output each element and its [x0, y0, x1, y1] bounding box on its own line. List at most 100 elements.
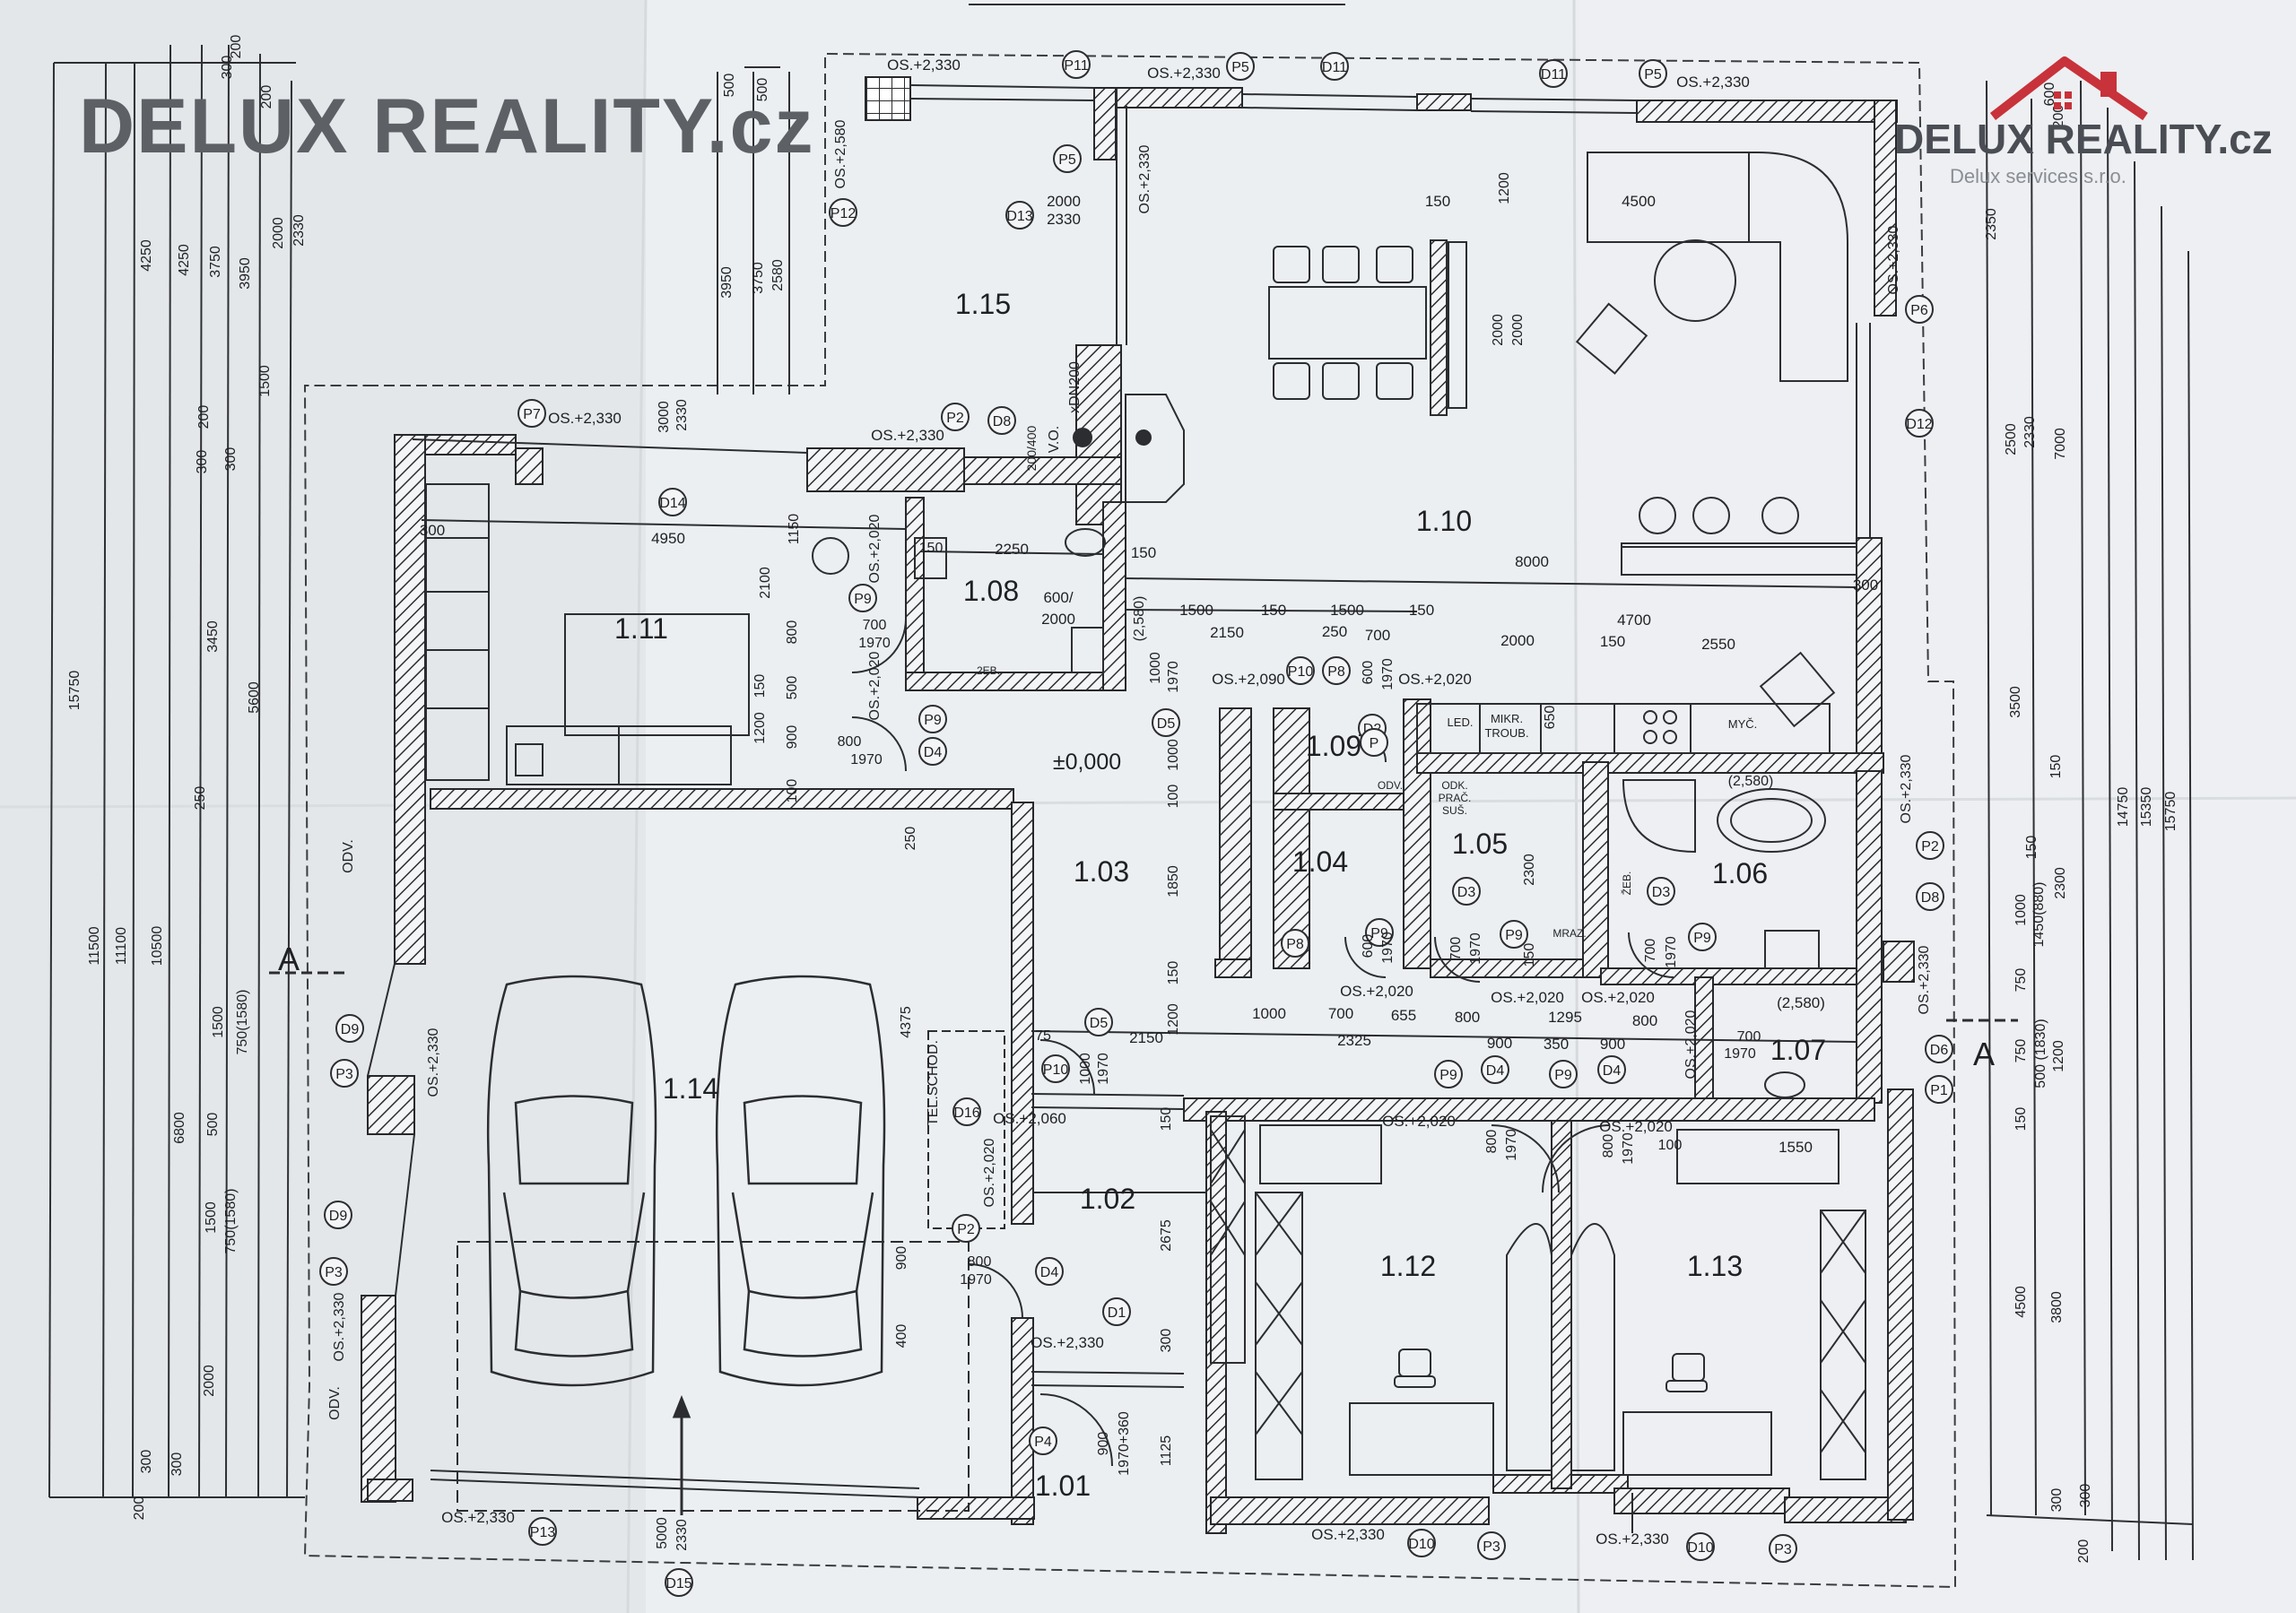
tag-circle — [918, 705, 947, 733]
element-tag: P10 — [1041, 1054, 1070, 1083]
dimension-value: 750(1580) — [223, 1189, 239, 1254]
furniture-living — [1073, 152, 1857, 754]
dimension-label: 1000 — [1078, 1053, 1093, 1085]
tag-text: P5 — [1058, 152, 1076, 168]
dimension-label: 900 — [785, 725, 800, 750]
tag-text: P7 — [523, 407, 541, 422]
element-tag: D9 — [324, 1201, 352, 1229]
element-tag: D5 — [1084, 1008, 1113, 1036]
dimension-value: 500 — [205, 1113, 221, 1137]
dimension-label: OS.+2,330 — [1886, 225, 1901, 294]
room-label: 1.12 — [1380, 1250, 1436, 1282]
tag-circle — [319, 1257, 348, 1286]
element-tag: D3 — [1647, 877, 1675, 906]
tag-text: P11 — [1064, 58, 1088, 74]
dimension-value: 750 — [2013, 968, 2029, 993]
room-label: 1.09 — [1306, 730, 1361, 762]
tag-text: D5 — [1090, 1016, 1109, 1031]
tag-circle — [1905, 409, 1934, 438]
dimension-label: OS.+2,330 — [1676, 74, 1750, 91]
tag-circle — [1320, 52, 1349, 81]
dimension-label: 4500 — [1622, 193, 1656, 210]
dimension-value: 4500 — [2013, 1286, 2029, 1318]
dimension-label: LED. — [1448, 715, 1474, 729]
dimension-label: 1970 — [1504, 1129, 1519, 1161]
dimension-label: 2EB. — [977, 664, 1000, 677]
inner-lines — [367, 84, 1871, 1533]
house-roof-icon — [1989, 56, 2148, 121]
dimension-label: 700 — [1448, 937, 1464, 961]
dimension-value: 11500 — [87, 926, 102, 965]
dimension-value: 2330 — [2022, 416, 2038, 448]
dimension-label: 900 — [894, 1246, 909, 1270]
dimension-value: 3750 — [208, 246, 223, 278]
element-tag: D3 — [1452, 877, 1481, 906]
room-label: 1.02 — [1080, 1183, 1135, 1215]
dimension-value: 1450(880) — [2031, 882, 2047, 948]
dimension-label: OS.+2,020 — [867, 514, 883, 583]
dimension-label: OS.+2,020 — [867, 651, 883, 720]
dimension-label: 700 — [1737, 1029, 1761, 1045]
dimension-label: 3750 — [751, 262, 766, 294]
dimension-label: SUŠ. — [1442, 803, 1467, 817]
dimension-label: MYČ. — [1728, 717, 1758, 731]
element-tag: P6 — [1905, 295, 1934, 324]
room-label: 1.06 — [1712, 857, 1768, 889]
dimension-value: 3800 — [2049, 1291, 2065, 1323]
tag-circle — [1925, 1035, 1953, 1063]
tag-circle — [1062, 50, 1091, 79]
element-tag: D11 — [1320, 52, 1349, 81]
tag-text: D3 — [1652, 885, 1671, 900]
tag-circle — [1102, 1297, 1131, 1326]
tag-circle — [1916, 831, 1944, 860]
dimension-label: OS.+2,020 — [1581, 989, 1655, 1006]
tag-text: P5 — [1644, 67, 1662, 82]
dimension-value: 10500 — [150, 926, 165, 967]
tag-text: P9 — [854, 592, 872, 607]
tag-text: D4 — [924, 745, 943, 760]
dimension-value: 14750 — [2116, 787, 2131, 828]
dimension-label: OS.+2,330 — [1899, 754, 1914, 823]
section-mark-label: A — [1973, 1036, 1995, 1072]
right-dimension-lines — [1986, 80, 2194, 1561]
dimension-label: MIKR. — [1491, 712, 1523, 725]
element-tag: D4 — [1481, 1055, 1509, 1084]
dimension-label: 150 — [1131, 544, 1156, 561]
dimension-label: OS.+2,020 — [1683, 1010, 1699, 1079]
element-tag: D4 — [1597, 1055, 1626, 1084]
dimension-label: 500 — [785, 676, 800, 700]
element-tag: D4 — [1035, 1257, 1064, 1286]
dimension-value: 15350 — [2139, 787, 2154, 828]
dimension-label: 1970 — [858, 636, 891, 651]
dimension-label: xDN200 — [1067, 361, 1083, 413]
dimension-label: OS.+2,330 — [1137, 144, 1152, 213]
element-tag: P3 — [330, 1059, 359, 1088]
element-tag: P2 — [941, 403, 970, 431]
tag-circle — [324, 1201, 352, 1229]
dimension-label: 100 — [1166, 785, 1181, 809]
tag-text: D1 — [1108, 1305, 1126, 1321]
tag-circle — [1477, 1531, 1506, 1560]
dimension-label: MRAZ. — [1552, 927, 1586, 940]
tag-circle — [1152, 708, 1180, 737]
dimension-label: 1000 — [1148, 652, 1163, 684]
tag-circle — [1322, 656, 1351, 685]
tag-text: P — [1370, 736, 1379, 751]
section-lines — [269, 971, 2018, 1515]
dimension-label: OS.+2,330 — [332, 1292, 347, 1361]
tag-text: P3 — [325, 1265, 343, 1280]
dimension-label: 655 — [1391, 1007, 1416, 1024]
dimension-value: 200 — [259, 85, 274, 109]
element-tag: P9 — [1365, 918, 1394, 947]
dimension-label: 650 — [1543, 706, 1558, 730]
dimension-label: OS.+2,330 — [887, 56, 961, 74]
dimension-value: 250 — [193, 786, 208, 811]
dimension-value: 2000 — [271, 217, 286, 249]
dimension-label: 1125 — [1159, 1435, 1174, 1467]
left-dimension-lines — [48, 44, 305, 1498]
element-tag: D6 — [1925, 1035, 1953, 1063]
dimension-label: 2675 — [1159, 1219, 1174, 1252]
dimension-label: TEL.SCHOD. — [926, 1040, 941, 1126]
